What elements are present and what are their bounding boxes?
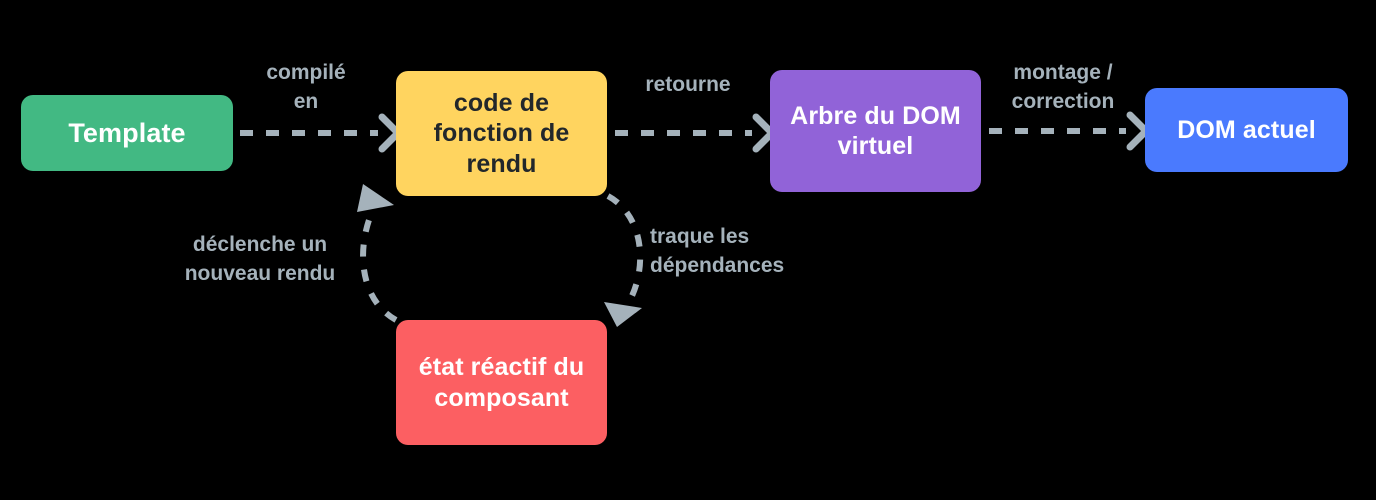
arrowhead-triangle-icon [357, 184, 394, 212]
node-actual-dom[interactable]: DOM actuel [1145, 88, 1348, 172]
node-render-function[interactable]: code de fonction de rendu [396, 71, 607, 196]
arrowhead-triangle-icon [604, 302, 642, 327]
edge-mount [989, 111, 1150, 151]
edge-returns [615, 113, 776, 153]
edge-label-returns: retourne [645, 73, 731, 96]
edge-compile [240, 113, 402, 153]
node-template[interactable]: Template [21, 95, 233, 171]
edge-track [604, 193, 644, 327]
edge-retrigger [357, 184, 398, 323]
node-virtual-dom-tree[interactable]: Arbre du DOM virtuel [770, 70, 981, 192]
node-component-reactive-state[interactable]: état réactif du composant [396, 320, 607, 445]
edge-label-compile: compilé en [266, 61, 346, 114]
arrowhead-chevron-icon [1126, 111, 1150, 151]
edge-label-track-dependencies: traque les dépendances [650, 225, 785, 278]
edge-label-trigger-rerender: déclenche un nouveau rendu [184, 233, 336, 286]
edge-label-mount-patch: montage / correction [1011, 61, 1115, 114]
